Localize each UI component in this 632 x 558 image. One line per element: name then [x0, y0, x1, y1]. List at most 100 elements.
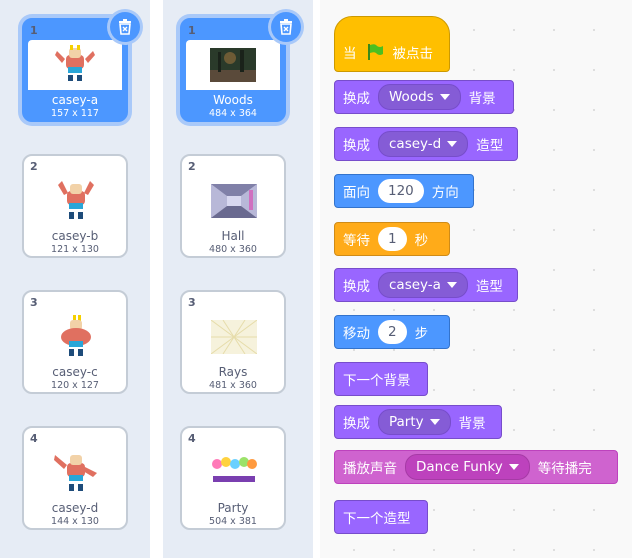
casey-sprite-icon — [61, 315, 91, 356]
costume-tile-casey-a[interactable]: 1 casey-a 157 x 117 — [22, 18, 128, 122]
backdrop-size: 480 x 360 — [209, 244, 257, 255]
delete-backdrop-button[interactable] — [271, 12, 301, 42]
costume-thumbnail — [28, 40, 122, 90]
costume-name: casey-d — [51, 501, 99, 515]
casey-sprite-icon — [54, 455, 97, 491]
costume-index: 2 — [30, 160, 38, 173]
backdrop-tile-rays[interactable]: 3 Rays 481 x 360 — [180, 290, 286, 394]
steps-input[interactable]: 2 — [378, 320, 407, 344]
backdrop-tile-hall[interactable]: 2 Hall 480 x 360 — [180, 154, 286, 258]
caret-down-icon — [446, 282, 457, 288]
casey-sprite-icon — [58, 181, 94, 219]
block-text: 换成 — [343, 279, 370, 295]
move-steps-block[interactable]: 移动 2 步 — [334, 315, 450, 349]
costume-list: 1 casey-a 157 x 117 2 — [0, 0, 150, 558]
backdrop-index: 3 — [188, 296, 196, 309]
block-text: 被点击 — [392, 46, 434, 62]
rays-backdrop-image — [211, 320, 257, 354]
block-text: 秒 — [414, 233, 429, 249]
switch-costume-block[interactable]: 换成 casey-d 造型 — [334, 127, 518, 161]
costume-size: 120 x 127 — [51, 380, 99, 391]
costume-name: casey-a — [51, 93, 99, 107]
costume-dropdown[interactable]: casey-d — [378, 131, 469, 157]
costume-name: casey-c — [52, 365, 98, 379]
backdrop-thumbnail — [186, 40, 280, 90]
costume-size: 144 x 130 — [51, 516, 99, 527]
block-text: 等待 — [343, 233, 370, 249]
when-flag-clicked-block[interactable]: 当 被点击 — [334, 16, 450, 72]
costume-index: 3 — [30, 296, 38, 309]
wait-seconds-block[interactable]: 等待 1 秒 — [334, 222, 450, 256]
party-backdrop-image — [211, 456, 257, 490]
dropdown-value: Party — [389, 414, 424, 430]
backdrop-tile-party[interactable]: 4 Party 504 x 381 — [180, 426, 286, 530]
costume-thumbnail — [30, 176, 122, 226]
block-text: 背景 — [468, 91, 496, 107]
casey-sprite-icon — [55, 45, 95, 81]
costume-tile-casey-d[interactable]: 4 casey-d 144 x 130 — [22, 426, 128, 530]
block-text: 造型 — [475, 279, 503, 295]
hall-backdrop-image — [211, 184, 257, 218]
sound-dropdown[interactable]: Dance Funky — [405, 454, 530, 480]
block-text: 当 — [343, 46, 357, 62]
costume-size: 157 x 117 — [51, 108, 99, 119]
caret-down-icon — [439, 94, 450, 100]
dropdown-value: Dance Funky — [416, 459, 503, 475]
trash-icon — [280, 19, 292, 35]
dropdown-value: casey-d — [389, 136, 442, 152]
backdrop-size: 484 x 364 — [209, 108, 257, 119]
backdrop-name: Rays — [218, 365, 248, 379]
caret-down-icon — [429, 419, 440, 425]
backdrop-thumbnail — [188, 448, 280, 498]
block-text: 下一个背景 — [343, 373, 411, 389]
dropdown-value: casey-a — [389, 277, 441, 293]
switch-costume-block[interactable]: 换成 casey-a 造型 — [334, 268, 518, 302]
backdrop-index: 1 — [188, 24, 196, 37]
block-text: 造型 — [476, 138, 504, 154]
costume-tile-casey-c[interactable]: 3 casey-c 120 x 127 — [22, 290, 128, 394]
block-text: 下一个造型 — [343, 511, 411, 527]
backdrop-tile-woods[interactable]: 1 Woods 484 x 364 — [180, 18, 286, 122]
block-text: 移动 — [343, 326, 370, 342]
backdrop-name: Woods — [213, 93, 253, 107]
costume-index: 4 — [30, 432, 38, 445]
direction-input[interactable]: 120 — [378, 179, 424, 203]
backdrop-size: 504 x 381 — [209, 516, 257, 527]
block-text: 步 — [414, 326, 429, 342]
code-area[interactable]: 当 被点击 换成 Woods 背景 换成 casey-d 造型 面向 120 方… — [320, 0, 632, 558]
green-flag-icon — [367, 44, 383, 60]
backdrop-thumbnail — [188, 176, 280, 226]
backdrop-name: Hall — [221, 229, 245, 243]
costume-index: 1 — [30, 24, 38, 37]
point-in-direction-block[interactable]: 面向 120 方向 — [334, 174, 474, 208]
dropdown-value: Woods — [389, 89, 434, 105]
play-sound-until-done-block[interactable]: 播放声音 Dance Funky 等待播完 — [334, 450, 618, 484]
backdrop-list: 1 Woods 484 x 364 2 — [163, 0, 313, 558]
backdrop-name: Party — [217, 501, 249, 515]
block-text: 背景 — [458, 416, 486, 432]
next-costume-block[interactable]: 下一个造型 — [334, 500, 428, 534]
switch-backdrop-block[interactable]: 换成 Party 背景 — [334, 405, 502, 439]
delete-costume-button[interactable] — [110, 12, 140, 42]
backdrop-index: 2 — [188, 160, 196, 173]
costume-tile-casey-b[interactable]: 2 casey-b 121 x 130 — [22, 154, 128, 258]
block-text: 换成 — [343, 138, 370, 154]
backdrop-index: 4 — [188, 432, 196, 445]
backdrop-thumbnail — [188, 312, 280, 362]
block-text: 播放声音 — [343, 461, 397, 477]
costume-thumbnail — [30, 448, 122, 498]
caret-down-icon — [447, 141, 458, 147]
block-text: 面向 — [343, 185, 370, 201]
caret-down-icon — [508, 464, 519, 470]
seconds-input[interactable]: 1 — [378, 227, 407, 251]
backdrop-dropdown[interactable]: Woods — [378, 84, 461, 110]
costume-dropdown[interactable]: casey-a — [378, 272, 468, 298]
backdrop-dropdown[interactable]: Party — [378, 409, 451, 435]
block-text: 换成 — [343, 91, 370, 107]
costume-name: casey-b — [51, 229, 99, 243]
next-backdrop-block[interactable]: 下一个背景 — [334, 362, 428, 396]
switch-backdrop-block[interactable]: 换成 Woods 背景 — [334, 80, 514, 114]
block-text: 方向 — [431, 185, 459, 201]
trash-icon — [119, 19, 131, 35]
block-text: 等待播完 — [537, 461, 592, 477]
